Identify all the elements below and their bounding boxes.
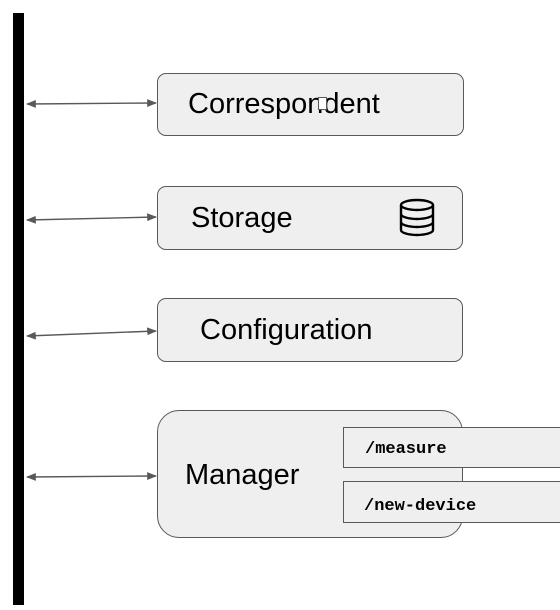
configuration-box: Configuration [157,298,463,362]
manager-label: Manager [185,459,300,491]
bus-bar [13,13,24,605]
connector-correspondent [26,99,157,108]
port-icon [318,97,327,110]
storage-box: Storage [157,186,463,250]
connector-storage [26,213,157,224]
connector-configuration [26,327,157,340]
endpoint-new-device: /new-device [343,481,560,523]
connector-manager [26,472,157,481]
correspondent-box: Correspondent [157,73,464,136]
storage-label: Storage [191,202,293,234]
correspondent-label: Correspondent [188,88,380,120]
endpoint-measure: /measure [343,427,560,468]
configuration-label: Configuration [200,314,373,346]
database-icon [399,198,435,237]
